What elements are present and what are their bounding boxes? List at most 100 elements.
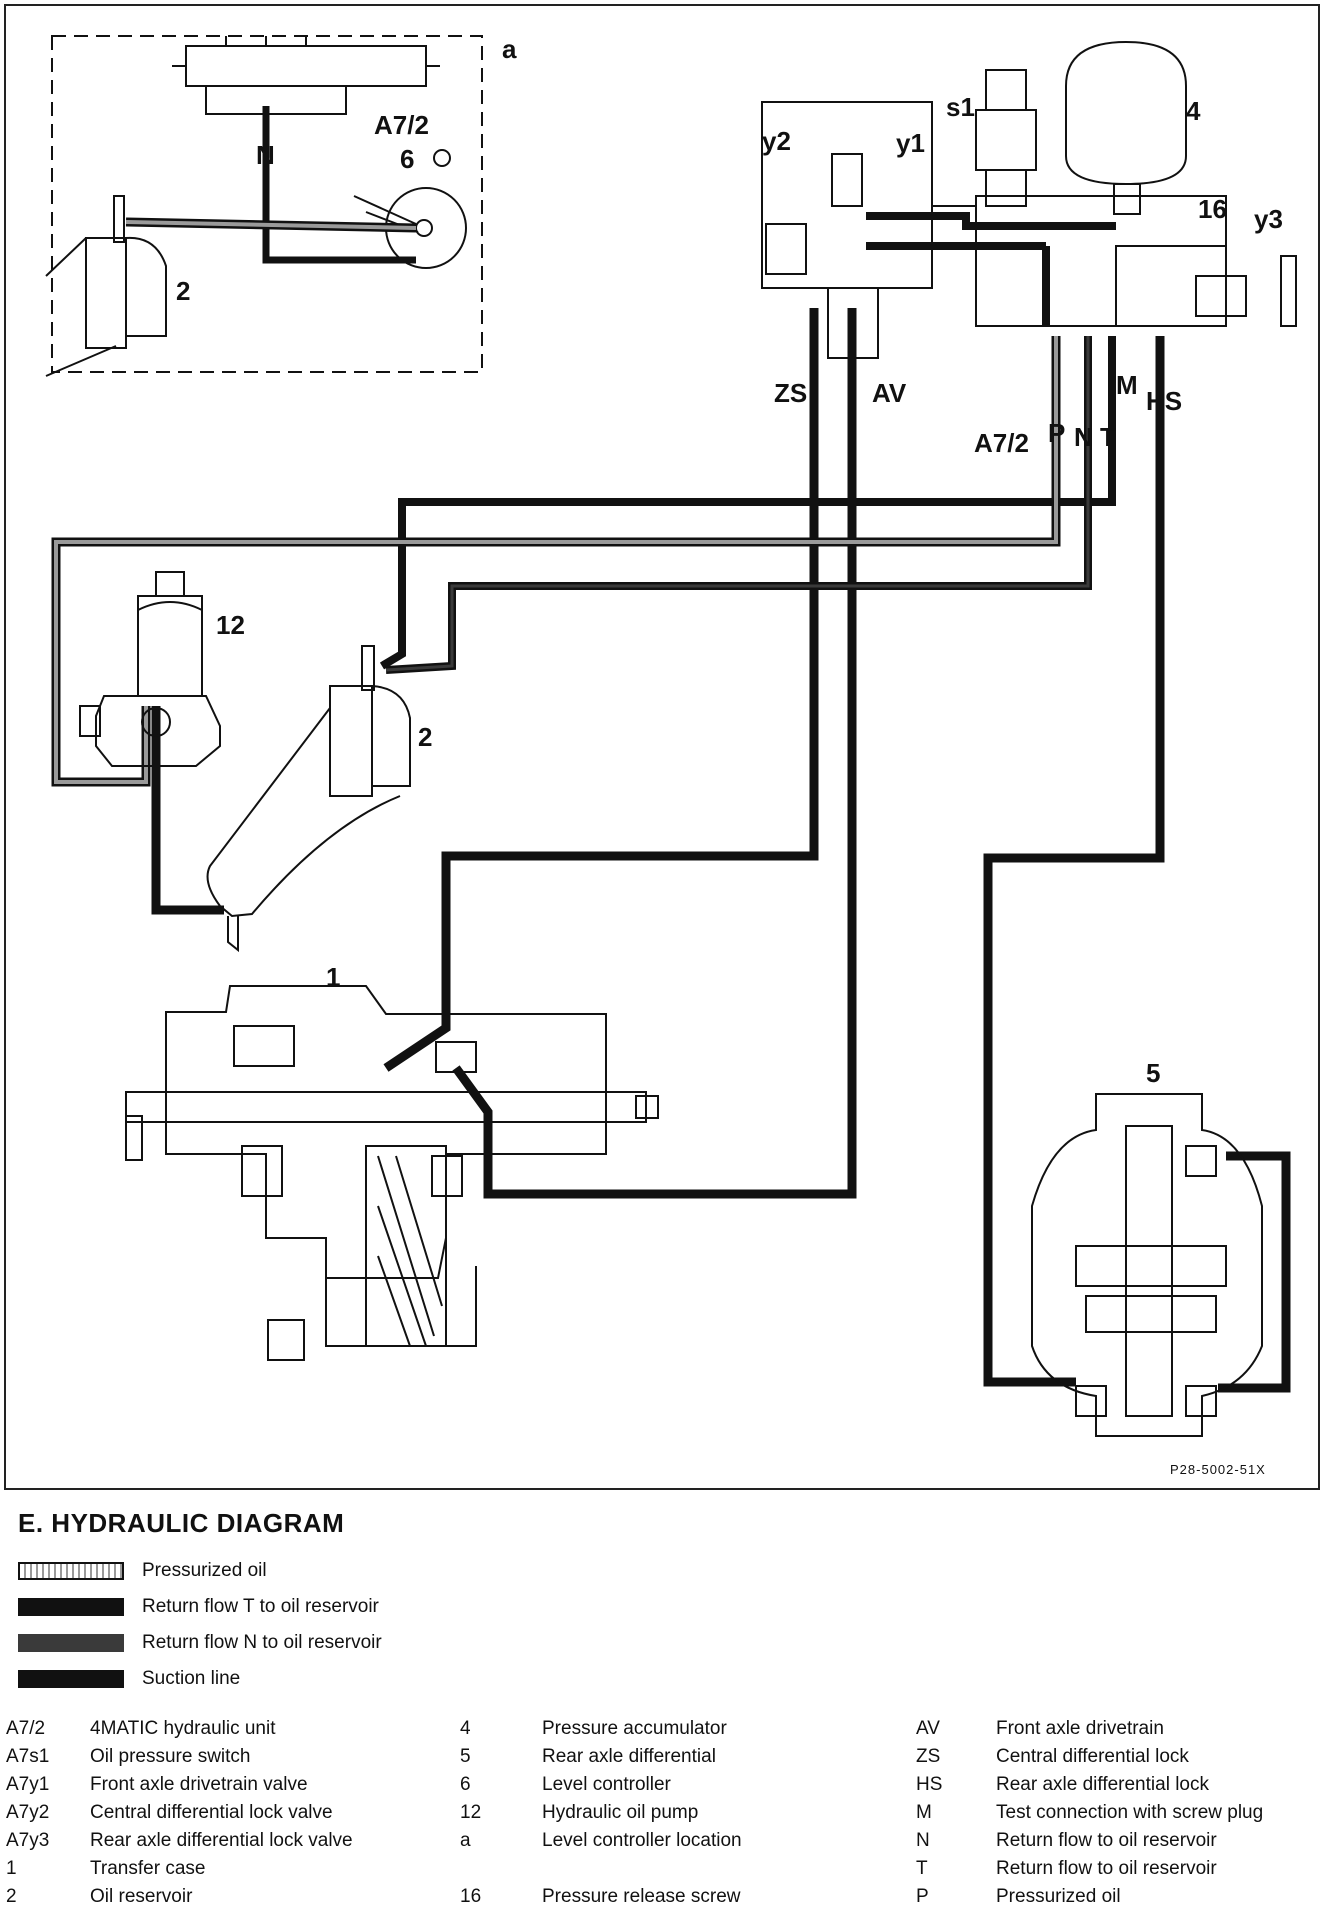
- label-16: 16: [1198, 194, 1227, 224]
- legend-label: Suction line: [142, 1668, 241, 1689]
- part-description: Level controller location: [542, 1830, 742, 1851]
- parts-row: A7y2 Central differential lock valve: [6, 1802, 426, 1830]
- label-1: 1: [326, 962, 340, 992]
- parts-column-2: 4 Pressure accumulator 5 Rear axle differen…: [460, 1718, 880, 1914]
- legend-label: Pressurized oil: [142, 1560, 267, 1581]
- parts-row: HS Rear axle differential lock: [916, 1774, 1336, 1802]
- part-description: Rear axle differential lock: [996, 1774, 1209, 1795]
- legend-swatch: [18, 1598, 124, 1616]
- parts-row: 2 Oil reservoir: [6, 1886, 426, 1914]
- label-a72-inset: A7/2: [374, 110, 429, 140]
- label-n-main: N: [1074, 422, 1093, 452]
- parts-row: ZS Central differential lock: [916, 1746, 1336, 1774]
- label-hs: HS: [1146, 386, 1182, 416]
- label-av: AV: [872, 378, 907, 408]
- part-description: Level controller: [542, 1774, 671, 1795]
- part-description: Pressure accumulator: [542, 1718, 727, 1739]
- part-description: Pressurized oil: [996, 1886, 1121, 1907]
- part-code: N: [916, 1830, 930, 1851]
- legend-item: Pressurized oil: [18, 1556, 538, 1592]
- part-description: 4MATIC hydraulic unit: [90, 1718, 276, 1739]
- part-code: T: [916, 1858, 928, 1879]
- rear-axle-differential: [1031, 1093, 1263, 1437]
- label-m: M: [1116, 370, 1138, 400]
- oil-pressure-switch-s1: [975, 69, 1037, 207]
- label-2-main: 2: [418, 722, 432, 752]
- label-y2: y2: [762, 126, 791, 156]
- parts-row: 5 Rear axle differential: [460, 1746, 880, 1774]
- parts-row: A7/2 4MATIC hydraulic unit: [6, 1718, 426, 1746]
- part-description: Test connection with screw plug: [996, 1802, 1264, 1823]
- part-description: Pressure release screw: [542, 1886, 741, 1907]
- pressure-accumulator: [1065, 40, 1187, 215]
- part-description: Oil pressure switch: [90, 1746, 251, 1767]
- part-code: HS: [916, 1774, 943, 1795]
- label-s1: s1: [946, 92, 975, 122]
- part-code: 5: [460, 1746, 471, 1767]
- part-code: A7/2: [6, 1718, 46, 1739]
- label-p: P: [1048, 418, 1065, 448]
- part-description: Front axle drivetrain valve: [90, 1774, 308, 1795]
- hydraulic-oil-pump: [79, 571, 221, 767]
- hydraulic-diagram-drawing: a A7/2 N 6 2 s1 4 y2 y1 16 y3 ZS AV M HS…: [45, 34, 1297, 1477]
- part-description: Transfer case: [90, 1858, 206, 1879]
- label-zs: ZS: [774, 378, 807, 408]
- legend-swatch: [18, 1562, 124, 1580]
- parts-row: P Pressurized oil: [916, 1886, 1336, 1914]
- part-description: Central differential lock valve: [90, 1802, 333, 1823]
- part-description: Hydraulic oil pump: [542, 1802, 699, 1823]
- part-code: 6: [460, 1774, 471, 1795]
- label-t: T: [1100, 422, 1116, 452]
- inset-oil-reservoir: [45, 195, 167, 377]
- legend-swatch: [18, 1670, 124, 1688]
- label-n-inset: N: [256, 140, 275, 170]
- section-title: E. HYDRAULIC DIAGRAM: [18, 1508, 345, 1538]
- part-code: ZS: [916, 1746, 941, 1767]
- transfer-case: [125, 985, 659, 1361]
- label-y1: y1: [896, 128, 925, 158]
- legend-item: Suction line: [18, 1664, 538, 1700]
- parts-row: T Return flow to oil reservoir: [916, 1858, 1336, 1886]
- parts-row: 6 Level controller: [460, 1774, 880, 1802]
- inset-pressure-line-inner: [125, 220, 417, 230]
- part-description: Oil reservoir: [90, 1886, 193, 1907]
- legend-item: Return flow T to oil reservoir: [18, 1592, 538, 1628]
- parts-row: a Level controller location: [460, 1830, 880, 1858]
- part-code: A7y1: [6, 1774, 50, 1795]
- parts-row: 12 Hydraulic oil pump: [460, 1802, 880, 1830]
- part-description: Rear axle differential lock valve: [90, 1830, 353, 1851]
- part-code: A7s1: [6, 1746, 50, 1767]
- parts-row: 4 Pressure accumulator: [460, 1718, 880, 1746]
- part-description: Return flow to oil reservoir: [996, 1858, 1217, 1879]
- part-code: a: [460, 1830, 471, 1851]
- parts-row: [460, 1858, 880, 1886]
- legend-label: Return flow T to oil reservoir: [142, 1596, 379, 1617]
- legend-label: Return flow N to oil reservoir: [142, 1632, 382, 1653]
- legend-swatch: [18, 1634, 124, 1652]
- part-code: 4: [460, 1718, 471, 1739]
- part-description: Central differential lock: [996, 1746, 1189, 1767]
- label-a: a: [502, 34, 517, 64]
- parts-row: A7y1 Front axle drivetrain valve: [6, 1774, 426, 1802]
- part-code: M: [916, 1802, 932, 1823]
- label-y3: y3: [1254, 204, 1283, 234]
- label-4: 4: [1186, 96, 1201, 126]
- part-code: P: [916, 1886, 929, 1907]
- part-code: AV: [916, 1718, 940, 1739]
- part-code: 2: [6, 1886, 17, 1907]
- inset-return-line-n: [262, 106, 416, 264]
- label-6: 6: [400, 144, 414, 174]
- part-code: A7y2: [6, 1802, 50, 1823]
- part-description: Rear axle differential: [542, 1746, 716, 1767]
- inset-hydraulic-unit: [172, 36, 440, 115]
- label-12: 12: [216, 610, 245, 640]
- part-code: 12: [460, 1802, 482, 1823]
- oil-reservoir: [206, 645, 411, 953]
